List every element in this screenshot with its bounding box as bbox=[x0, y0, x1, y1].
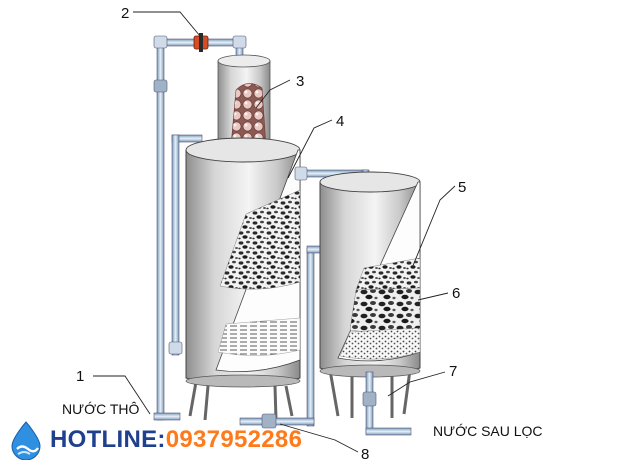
filter-tank-left bbox=[185, 137, 301, 421]
raw-water-label: NƯỚC THÔ bbox=[62, 401, 139, 417]
callout-7: 7 bbox=[449, 363, 457, 380]
callout-5: 5 bbox=[458, 179, 466, 196]
callout-6: 6 bbox=[452, 285, 460, 302]
filter-tank-right bbox=[319, 171, 421, 418]
outlet-pipe bbox=[362, 371, 412, 436]
filtered-water-label: NƯỚC SAU LỌC bbox=[433, 423, 543, 439]
leader-lines bbox=[93, 11, 456, 453]
callout-1: 1 bbox=[76, 368, 84, 385]
hotline-number[interactable]: 0937952286 bbox=[165, 426, 303, 453]
callout-3: 3 bbox=[296, 73, 304, 90]
water-drop-icon bbox=[11, 421, 41, 460]
callout-8: 8 bbox=[361, 446, 369, 463]
hotline-banner: HOTLINE:0937952286 bbox=[8, 420, 302, 460]
valve-icon bbox=[193, 33, 209, 52]
aeration-column bbox=[217, 54, 271, 150]
hotline-text: HOTLINE:0937952286 bbox=[50, 426, 302, 454]
callout-2: 2 bbox=[121, 5, 129, 22]
callout-4: 4 bbox=[336, 113, 344, 130]
hotline-label: HOTLINE: bbox=[50, 426, 166, 453]
